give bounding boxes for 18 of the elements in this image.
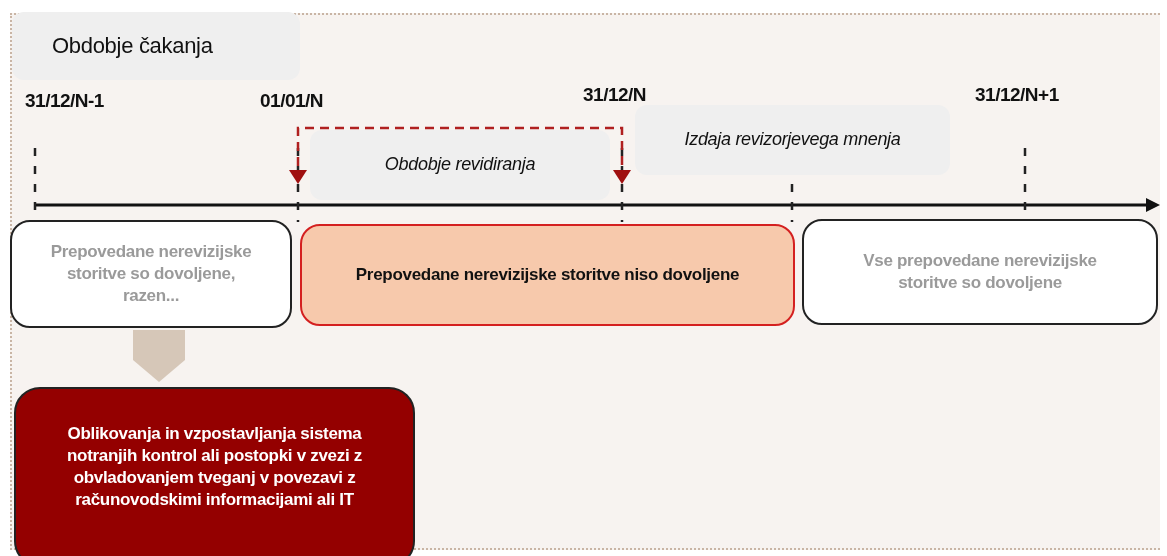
- date-label: 31/12/N: [583, 84, 647, 106]
- box-text: Prepovedane nerevizijske storitve niso dovoljene: [355, 263, 740, 286]
- box-text: Prepovedane nerevizijske storitve so dovoljene, razen...: [49, 240, 253, 308]
- date-label: 01/01/N: [260, 90, 324, 112]
- status-box: [802, 219, 1158, 325]
- period-label: Izdaja revizorjevega mnenja: [684, 128, 901, 152]
- date-label: 31/12/N-1: [25, 90, 104, 112]
- status-box: [300, 224, 795, 326]
- title-panel: [12, 12, 300, 80]
- box-text: Oblikovanja in vzpostavljanja sistema notranjih kontrol ali postopki v zvezi z obvladovanjem tveganj v povezavi z računovodskimi informacijami ali IT: [66, 422, 363, 512]
- date-label: 31/12/N+1: [975, 84, 1059, 106]
- period-label: Obdobje revidiranja: [384, 153, 536, 177]
- exception-box: [14, 387, 415, 556]
- period-panel: [310, 130, 610, 200]
- heading: Obdobje čakanja: [52, 31, 213, 60]
- box-text: Vse prepovedane nerevizijske storitve so dovoljene: [862, 249, 1098, 294]
- chevron-arrow: [133, 330, 185, 382]
- status-box: [10, 220, 292, 328]
